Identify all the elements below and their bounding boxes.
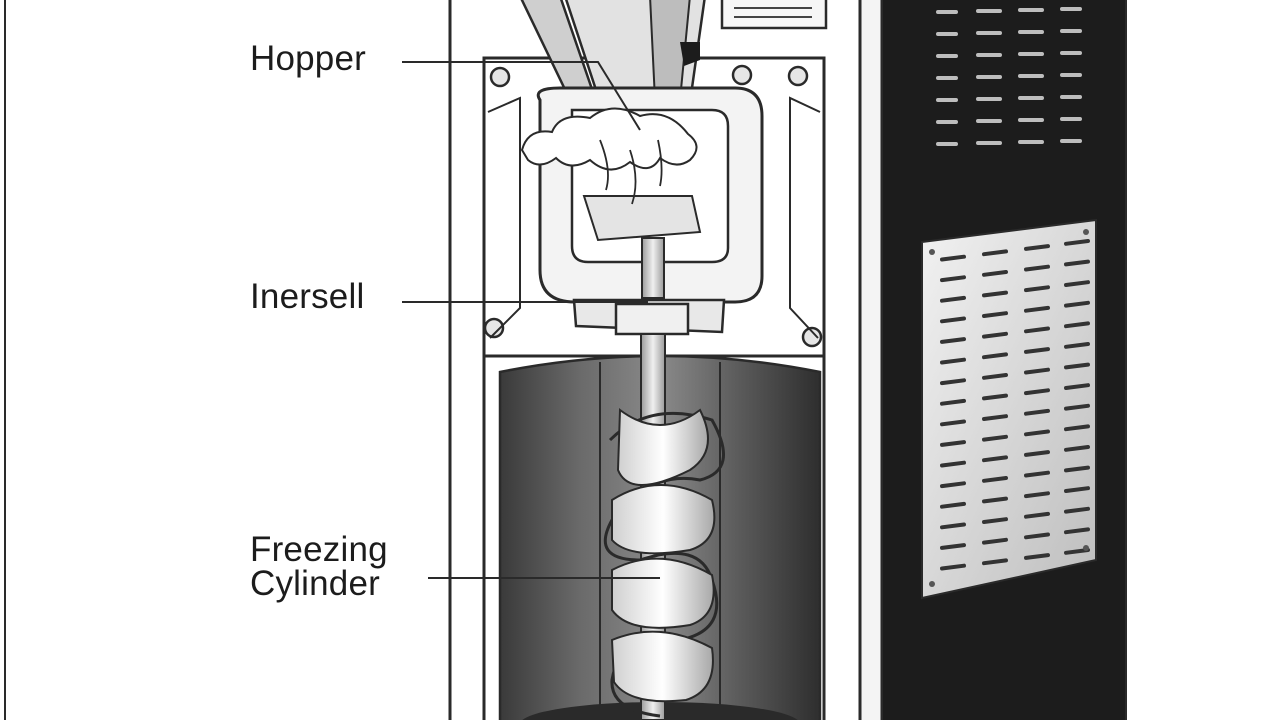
grille-slot xyxy=(1064,342,1090,349)
grille-slot xyxy=(940,316,966,324)
grille-slot xyxy=(1064,403,1090,411)
leader-lines xyxy=(402,61,660,579)
rating-plate xyxy=(720,0,828,30)
screw-icon xyxy=(801,326,823,348)
grille-slot xyxy=(1024,264,1050,272)
grille-slot xyxy=(1024,326,1050,334)
grille-slot xyxy=(940,337,966,344)
grille-slot xyxy=(1024,532,1050,540)
grille-slot xyxy=(1064,362,1090,370)
freezing-cylinder-label-line1: Freezing xyxy=(250,530,388,569)
grille-slot xyxy=(940,460,966,468)
grille-slot xyxy=(982,455,1008,463)
grille-slot xyxy=(940,522,966,530)
grille-slot xyxy=(940,440,966,447)
grille-slot xyxy=(982,434,1008,442)
grille-slot xyxy=(982,249,1008,257)
screw-icon xyxy=(787,65,809,87)
grille-slot xyxy=(1064,383,1090,390)
grille-slot xyxy=(1024,285,1050,293)
screw-icon xyxy=(483,317,505,339)
grille-slot xyxy=(1024,511,1050,519)
hopper-bowl xyxy=(520,86,764,304)
grille-slot xyxy=(982,496,1008,504)
grille-slot xyxy=(940,357,966,365)
grille-slot xyxy=(982,537,1008,545)
freezing-cylinder-label: Freezing Cylinder xyxy=(250,530,388,603)
grille-slot xyxy=(1024,429,1050,437)
grille-slot xyxy=(1024,408,1050,416)
grille-slot xyxy=(940,563,966,571)
grille-slot xyxy=(1024,347,1050,354)
screw-icon xyxy=(731,64,753,86)
grille-slot xyxy=(982,352,1008,360)
side-panel xyxy=(881,0,1127,725)
auger xyxy=(603,333,726,721)
grille-slot xyxy=(982,270,1008,277)
grille-slot xyxy=(982,476,1008,483)
grille-slot xyxy=(1024,491,1050,499)
grille-slot xyxy=(940,543,966,550)
grille-slot xyxy=(940,275,966,283)
freezing-cylinder-label-line2: Cylinder xyxy=(250,564,380,603)
grille-slot xyxy=(1064,280,1090,287)
coupling-label: Inersell xyxy=(250,277,365,316)
grille-slot xyxy=(982,311,1008,318)
grille-slot xyxy=(940,378,966,386)
shaft-coupling xyxy=(572,237,726,336)
grille-slot xyxy=(1024,470,1050,478)
grille-slot xyxy=(940,501,966,509)
grille-slot xyxy=(1064,506,1090,514)
hopper-leader-line xyxy=(402,61,641,131)
grille-slot xyxy=(982,373,1008,380)
grille-slot xyxy=(1024,305,1050,313)
grille-slot xyxy=(982,331,1008,339)
grille-slot xyxy=(940,481,966,489)
grille-slot xyxy=(940,419,966,427)
grille-slot xyxy=(982,517,1008,524)
hopper xyxy=(520,0,706,106)
grille-slot xyxy=(1064,486,1090,493)
grille-slot xyxy=(982,290,1008,298)
grille-slot xyxy=(1024,553,1050,560)
grille-slot xyxy=(1024,367,1050,375)
grille-slot xyxy=(1064,300,1090,308)
grille-slot xyxy=(982,414,1008,421)
grille-slot xyxy=(982,393,1008,401)
hopper-label: Hopper xyxy=(250,39,366,78)
grille-slot xyxy=(940,295,966,303)
grille-slot xyxy=(1024,388,1050,396)
grille-slot xyxy=(982,558,1008,566)
grille-slot xyxy=(1064,239,1090,246)
screw-icon xyxy=(489,66,511,88)
grille-slot xyxy=(1064,527,1090,535)
top-vent-slots xyxy=(936,7,1082,146)
grille-slot xyxy=(1064,445,1090,452)
grille-slot xyxy=(1064,321,1090,329)
grille-slot xyxy=(1024,450,1050,457)
grille-slot xyxy=(1064,259,1090,267)
grille-slot xyxy=(1064,465,1090,473)
grille-slots xyxy=(940,239,1090,571)
grille-slot xyxy=(1064,424,1090,432)
grille-slot xyxy=(940,398,966,406)
grille-slot xyxy=(940,254,966,262)
grille-slot xyxy=(1024,244,1050,251)
